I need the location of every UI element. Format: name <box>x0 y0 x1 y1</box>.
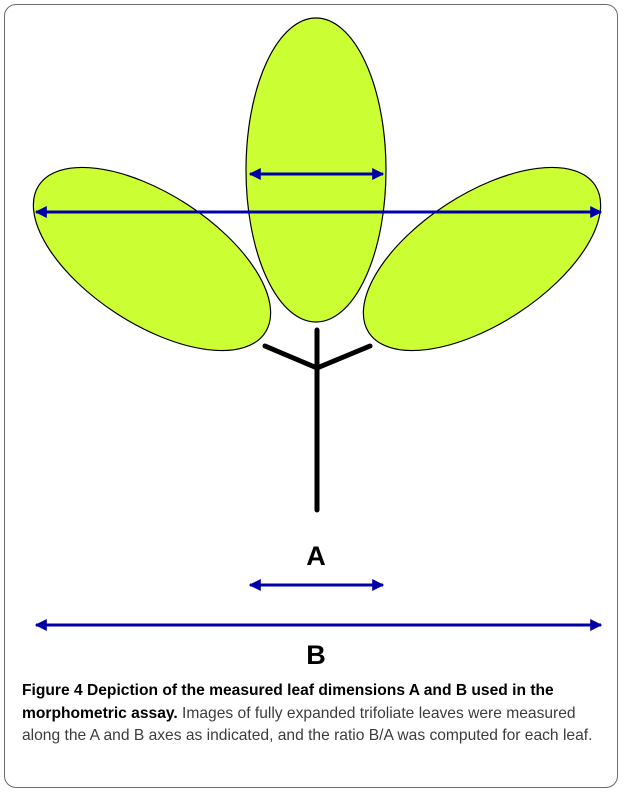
label-b: B <box>306 640 326 670</box>
caption-title: Figure 4 Depiction of the measured leaf … <box>22 682 554 722</box>
label-a: A <box>306 541 326 571</box>
figure-caption: Figure 4 Depiction of the measured leaf … <box>22 680 610 748</box>
caption-body: Images of fully expanded trifoliate leav… <box>22 704 593 745</box>
center-leaflet <box>245 17 387 323</box>
stem <box>262 327 373 513</box>
